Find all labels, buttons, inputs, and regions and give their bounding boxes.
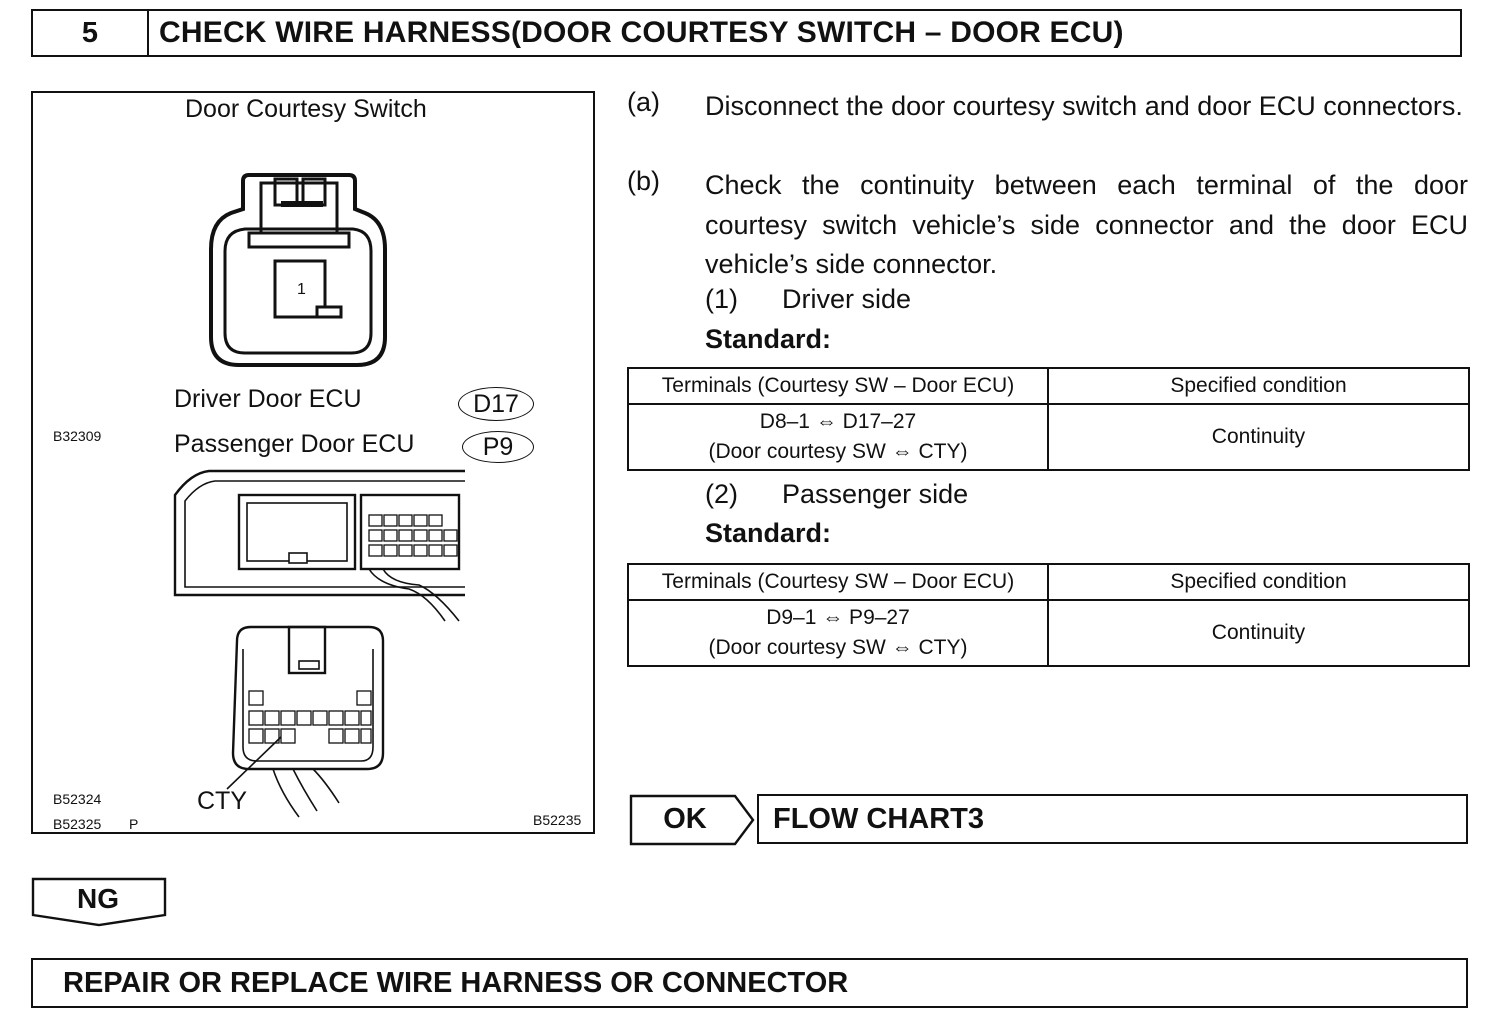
step-title: CHECK WIRE HARNESS(DOOR COURTESY SWITCH … — [159, 16, 1124, 49]
door-ecu-drawing — [173, 469, 465, 622]
driver-side-text: Driver side — [782, 284, 912, 314]
step-a-label: (a) — [627, 87, 660, 117]
figure-ref-p: P — [129, 816, 139, 832]
terminal-number: 1 — [297, 281, 306, 298]
flow-chart-target: FLOW CHART3 — [757, 794, 1468, 844]
courtesy-switch-label: Door Courtesy Switch — [185, 95, 427, 123]
step-a-text: Disconnect the door courtesy switch and … — [705, 91, 1463, 121]
step-b-label: (b) — [627, 166, 660, 196]
driver-side-label: (1) — [705, 284, 738, 314]
driver-condition-header: Specified condition — [1047, 367, 1470, 405]
step-b-text: Check the continuity between each termin… — [705, 170, 1468, 279]
passenger-ecu-label: Passenger Door ECU — [174, 430, 415, 458]
figure-ref-b52324: B52324 — [53, 791, 102, 807]
figure-ref-b52325: B52325 — [53, 816, 102, 832]
passenger-side-text: Passenger side — [782, 479, 969, 509]
driver-ecu-code: D17 — [458, 387, 534, 421]
passenger-terminal-line2: (Door courtesy SW ⇔ CTY) — [708, 636, 968, 659]
passenger-condition-cell: Continuity — [1047, 599, 1470, 667]
harness-connector-drawing — [226, 625, 385, 818]
passenger-terminals-header: Terminals (Courtesy SW – Door ECU) — [627, 563, 1049, 601]
repair-action: REPAIR OR REPLACE WIRE HARNESS OR CONNEC… — [31, 958, 1468, 1008]
driver-terminal-line1: D8–1 ⇔ D17–27 — [759, 410, 917, 433]
passenger-standard-label: Standard: — [705, 518, 832, 548]
passenger-side-label: (2) — [705, 479, 738, 509]
driver-terminals-cell: D8–1 ⇔ D17–27 (Door courtesy SW ⇔ CTY) — [627, 403, 1049, 471]
cty-label: CTY — [197, 787, 247, 815]
passenger-ecu-code: P9 — [462, 431, 534, 463]
driver-terminal-line2: (Door courtesy SW ⇔ CTY) — [708, 440, 968, 463]
driver-ecu-label: Driver Door ECU — [174, 385, 362, 413]
ng-label: NG — [77, 883, 119, 914]
ok-arrow-shape — [629, 794, 755, 846]
courtesy-switch-connector-drawing — [209, 173, 387, 367]
driver-terminals-header: Terminals (Courtesy SW – Door ECU) — [627, 367, 1049, 405]
passenger-side-spec-table: Terminals (Courtesy SW – Door ECU) Speci… — [627, 563, 1470, 667]
figure-ref-b32309: B32309 — [53, 428, 102, 444]
figure-ref-b52235: B52235 — [533, 812, 582, 828]
passenger-terminals-cell: D9–1 ⇔ P9–27 (Door courtesy SW ⇔ CTY) — [627, 599, 1049, 667]
step-header: 5 CHECK WIRE HARNESS(DOOR COURTESY SWITC… — [31, 9, 1462, 57]
passenger-terminal-line1: D9–1 ⇔ P9–27 — [766, 606, 910, 629]
ok-label: OK — [663, 802, 707, 835]
ng-arrow-shape — [31, 877, 167, 927]
step-number: 5 — [33, 11, 149, 55]
connector-figure-panel: Door Courtesy Switch 1 Driver Door ECU D… — [31, 91, 595, 834]
passenger-condition-header: Specified condition — [1047, 563, 1470, 601]
driver-standard-label: Standard: — [705, 324, 832, 354]
driver-condition-cell: Continuity — [1047, 403, 1470, 471]
driver-side-spec-table: Terminals (Courtesy SW – Door ECU) Speci… — [627, 367, 1470, 471]
